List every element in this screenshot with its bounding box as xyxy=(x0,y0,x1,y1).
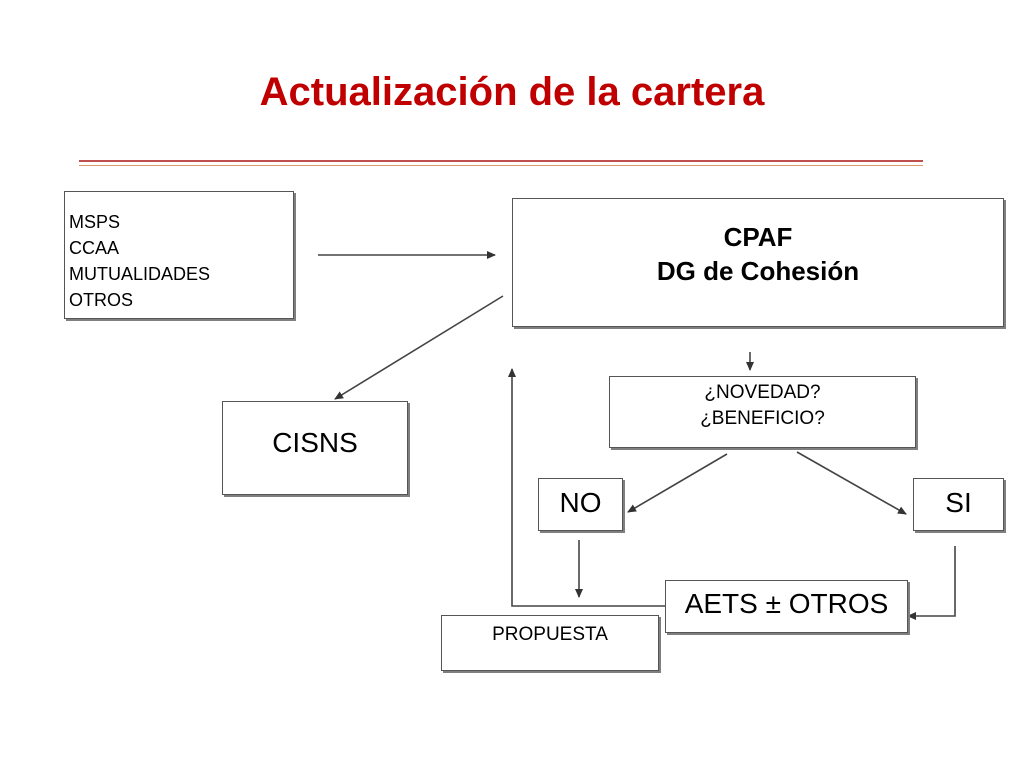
title-divider-secondary xyxy=(79,165,923,166)
sources-box: MSPS CCAA MUTUALIDADES OTROS xyxy=(64,191,294,319)
arrow-question-to-no xyxy=(627,453,728,513)
source-item-msps: MSPS xyxy=(69,212,121,232)
arrow-question-to-si xyxy=(796,451,907,515)
arrow-si-to-aets xyxy=(907,546,956,620)
source-item-ccaa: CCAA xyxy=(69,238,120,258)
arrow-cpaf-to-cisns xyxy=(334,295,504,400)
cisns-box: CISNS xyxy=(222,401,408,495)
question-beneficio: ¿BENEFICIO? xyxy=(700,408,825,429)
propuesta-box: PROPUESTA xyxy=(441,615,659,671)
source-item-mutualidades: MUTUALIDADES xyxy=(69,264,211,284)
cpaf-line1: CPAF xyxy=(723,222,793,252)
arrow-aets-loop-to-cpaf xyxy=(508,368,665,607)
slide-title: Actualización de la cartera xyxy=(259,70,765,114)
source-item-otros: OTROS xyxy=(69,290,134,310)
aets-box: AETS ± OTROS xyxy=(665,580,908,633)
question-box: ¿NOVEDAD? ¿BENEFICIO? xyxy=(609,376,916,448)
title-divider xyxy=(79,160,923,162)
question-novedad: ¿NOVEDAD? xyxy=(704,382,821,403)
cpaf-box: CPAF DG de Cohesión xyxy=(512,198,1004,327)
cpaf-line2: DG de Cohesión xyxy=(656,256,860,286)
no-box: NO xyxy=(538,478,623,531)
si-box: SI xyxy=(913,478,1004,531)
